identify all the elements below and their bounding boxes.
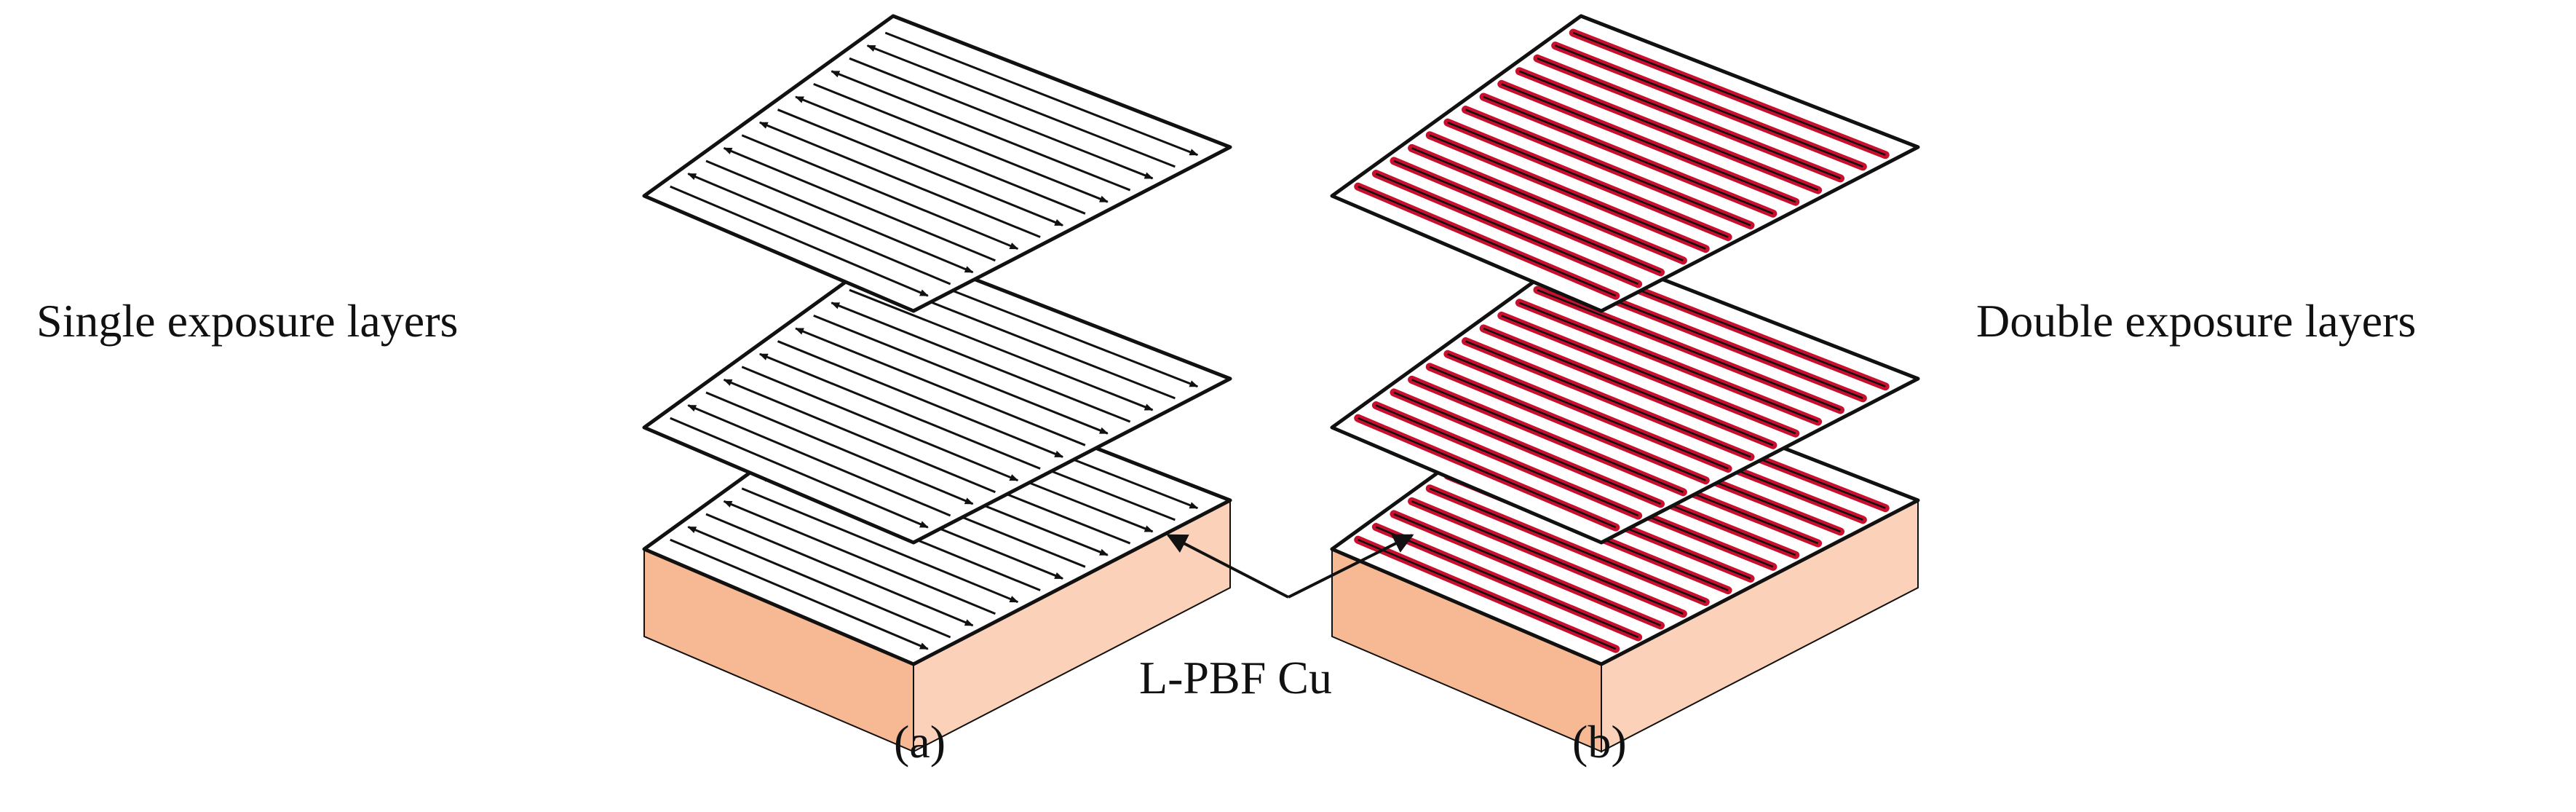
exposure-layer bbox=[642, 245, 1232, 545]
scan-track-line bbox=[723, 500, 996, 615]
scan-track-line bbox=[831, 70, 1131, 192]
scan-track-line bbox=[758, 121, 1041, 238]
exposure-layer bbox=[1330, 245, 1920, 545]
scan-track-line bbox=[1501, 83, 1796, 203]
scan-track-line bbox=[1411, 147, 1684, 261]
scan-track-line bbox=[1429, 134, 1706, 250]
scan-track-line bbox=[670, 417, 929, 529]
exposure-layer bbox=[1330, 14, 1920, 313]
scan-track-line bbox=[1375, 404, 1639, 517]
panel-a-label: (a) bbox=[894, 716, 946, 768]
scan-track-line bbox=[849, 57, 1154, 180]
scan-track-line bbox=[1447, 122, 1729, 238]
scan-track-line bbox=[1555, 44, 1863, 168]
scan-track-line bbox=[705, 391, 974, 505]
scan-track-line bbox=[723, 378, 996, 494]
scan-track-line bbox=[1429, 487, 1706, 603]
base-material-label: L-PBF Cu bbox=[1139, 652, 1332, 703]
scan-track-line bbox=[1375, 173, 1639, 285]
scan-track-line bbox=[1447, 353, 1729, 470]
scan-track-line bbox=[1465, 340, 1751, 458]
scan-track-line bbox=[1518, 301, 1819, 423]
single-exposure-diagram bbox=[642, 14, 1232, 753]
scan-track-line bbox=[831, 301, 1131, 423]
scan-track-line bbox=[1375, 526, 1639, 639]
scan-track-line bbox=[1483, 327, 1774, 446]
scan-track-line bbox=[1411, 500, 1684, 615]
scan-track-line bbox=[1393, 391, 1661, 505]
scan-track-line bbox=[795, 95, 1086, 215]
layer-plate bbox=[1330, 14, 1920, 313]
scan-track-line bbox=[758, 352, 1041, 470]
scan-track-line bbox=[687, 526, 951, 639]
base-pointer-arrows bbox=[1166, 534, 1414, 599]
scan-track-line bbox=[777, 340, 1064, 458]
scan-track-line bbox=[884, 31, 1199, 157]
scan-track-line bbox=[1537, 289, 1841, 411]
scan-track-line bbox=[866, 44, 1176, 168]
scan-track-line bbox=[777, 109, 1064, 226]
panel-b-label: (b) bbox=[1572, 716, 1627, 768]
scan-track-line bbox=[741, 487, 1019, 604]
scan-track-line bbox=[1393, 513, 1661, 627]
scan-track-line bbox=[1483, 95, 1774, 215]
scan-track-line bbox=[849, 288, 1154, 411]
scan-track-line bbox=[687, 404, 951, 517]
scan-track-line bbox=[670, 538, 929, 650]
scan-track-line bbox=[1465, 109, 1751, 226]
scan-track-line bbox=[1411, 379, 1684, 493]
scan-track-line bbox=[1501, 315, 1796, 435]
pointer-arrow-left bbox=[1166, 534, 1289, 599]
scan-track-line bbox=[1518, 70, 1819, 192]
scan-track-line bbox=[1537, 58, 1841, 180]
scan-track-line bbox=[1429, 366, 1706, 481]
exposure-layer bbox=[642, 14, 1232, 313]
double-exposure-diagram bbox=[1330, 14, 1920, 753]
scan-track-line bbox=[687, 173, 951, 285]
single-exposure-label: Single exposure layers bbox=[36, 295, 458, 347]
scan-track-line bbox=[795, 327, 1086, 446]
scan-track-line bbox=[741, 366, 1019, 482]
scan-track-line bbox=[705, 159, 974, 274]
scan-track-line bbox=[1358, 417, 1617, 529]
scan-track-line bbox=[813, 314, 1109, 435]
scan-track-line bbox=[1393, 159, 1661, 274]
double-exposure-label: Double exposure layers bbox=[1976, 295, 2416, 347]
pointer-arrow-right bbox=[1288, 534, 1414, 599]
scan-track-line bbox=[723, 146, 996, 262]
scan-track-line bbox=[1358, 538, 1617, 650]
scan-track-line bbox=[705, 513, 974, 627]
layer-plate bbox=[642, 14, 1232, 313]
scan-track-line bbox=[741, 134, 1019, 251]
scan-track-line bbox=[813, 82, 1109, 203]
scan-track-line bbox=[1358, 185, 1617, 297]
scan-track-line bbox=[1572, 31, 1886, 156]
scan-track-line bbox=[670, 185, 929, 297]
